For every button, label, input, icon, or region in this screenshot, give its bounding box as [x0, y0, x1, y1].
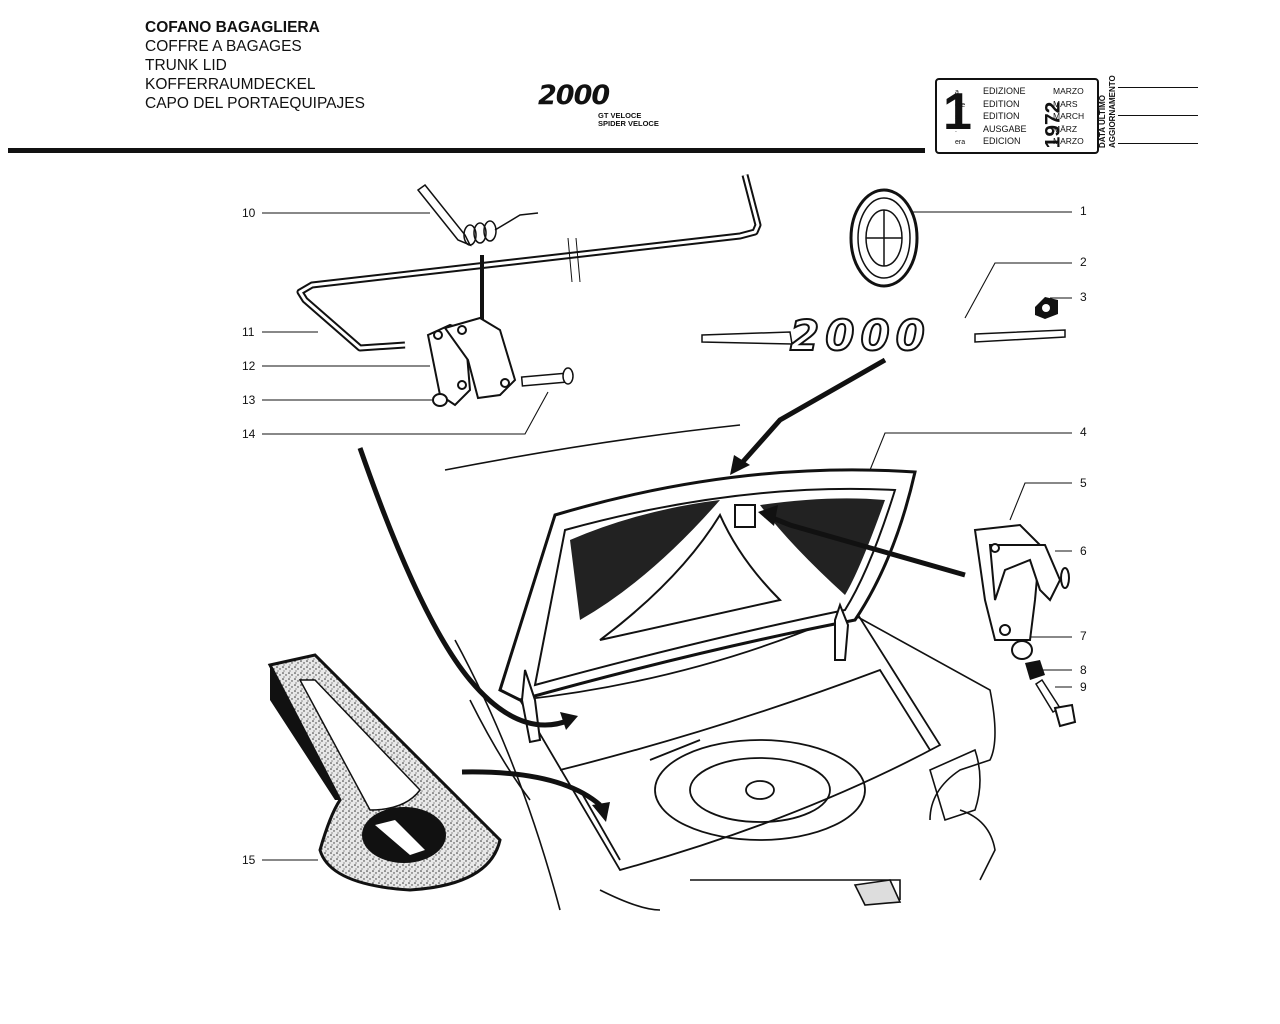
- header-rule: [8, 148, 925, 153]
- hinge-pin: [520, 367, 574, 387]
- leader-lines-right: [869, 211, 1072, 688]
- edition-word: AUSGABE: [983, 123, 1027, 134]
- edition-month: MÄRZ: [1053, 123, 1078, 134]
- callout-2: 2: [1080, 255, 1087, 269]
- model-logo-text: 2000: [538, 80, 610, 111]
- callout-3: 3: [1080, 290, 1087, 304]
- model-sub-gt: GT VELOCE: [598, 111, 642, 120]
- callout-15: 15: [242, 853, 256, 867]
- clip-nut: [1035, 297, 1058, 319]
- model-sub-spider: SPIDER VELOCE: [598, 119, 659, 128]
- arrow-curve: [357, 447, 571, 728]
- callout-9: 9: [1080, 680, 1087, 694]
- ordinal: ere: [955, 101, 966, 109]
- lock-bolt: [1034, 678, 1077, 728]
- washer: [432, 393, 448, 407]
- spring-clip: [416, 183, 539, 247]
- trunk-opening: [518, 608, 942, 872]
- callout-4: 4: [1080, 425, 1087, 439]
- edition-month: MARZO: [1053, 86, 1084, 96]
- update-line: [1118, 87, 1198, 88]
- lock-bracket: [973, 523, 1070, 641]
- title-german: KOFFERRAUMDECKEL: [145, 76, 316, 93]
- callout-14: 14: [242, 427, 256, 441]
- edition-word: EDICION: [983, 136, 1021, 146]
- edition-words: EDIZIONE EDITION EDITION AUSGABE EDICION: [983, 85, 1027, 148]
- ordinal: era: [955, 139, 966, 146]
- edition-month: MARS: [1053, 98, 1078, 109]
- edition-box: 1 a ere st . era EDIZIONE EDITION EDITIO…: [935, 78, 1099, 154]
- script-badge: 2000: [701, 310, 1066, 361]
- trunk-mat: [267, 653, 502, 892]
- edition-months: MARZO MARS MARCH MÄRZ MARZO: [1053, 85, 1084, 148]
- ordinal: a: [955, 89, 959, 96]
- leader-lines-left: [262, 212, 549, 861]
- callout-7: 7: [1080, 629, 1087, 643]
- lock-nut: [1025, 660, 1045, 680]
- edition-word: EDITION: [983, 111, 1020, 121]
- alfa-romeo-emblem: [849, 188, 919, 288]
- arrow-badge: [738, 357, 887, 467]
- lock-washer: [1011, 640, 1033, 660]
- title-block: COFANO BAGAGLIERA COFFRE A BAGAGES TRUNK…: [145, 18, 365, 113]
- title-italian: COFANO BAGAGLIERA: [145, 19, 320, 36]
- callout-11: 11: [242, 325, 255, 339]
- edition-word: EDIZIONE: [983, 86, 1026, 96]
- edition-month: MARZO: [1053, 136, 1084, 146]
- model-logo: 2000 GT VELOCE SPIDER VELOCE: [538, 80, 668, 134]
- callout-1: 1: [1080, 204, 1087, 218]
- callout-12: 12: [242, 359, 256, 373]
- callout-6: 6: [1080, 544, 1087, 558]
- edition-number: 1: [943, 83, 972, 141]
- update-line: [1118, 115, 1198, 116]
- trunk-lid: [498, 468, 917, 702]
- ordinal: st: [955, 114, 961, 121]
- arrow-mat: [461, 769, 602, 807]
- edition-ordinals: a ere st . era: [955, 87, 965, 150]
- title-spanish: CAPO DEL PORTAEQUIPAJES: [145, 95, 365, 112]
- callout-13: 13: [242, 393, 256, 407]
- car-body: [444, 424, 996, 911]
- callout-10: 10: [242, 206, 256, 220]
- title-english: TRUNK LID: [145, 57, 227, 74]
- hinge-bracket: [426, 316, 517, 407]
- title-french: COFFRE A BAGAGES: [145, 38, 302, 55]
- callout-5: 5: [1080, 476, 1087, 490]
- badge-text: 2000: [790, 311, 931, 360]
- callout-8: 8: [1080, 663, 1087, 677]
- update-line: [1118, 143, 1198, 144]
- edition-word: EDITION: [983, 98, 1020, 109]
- ordinal: .: [955, 126, 957, 134]
- edition-month: MARCH: [1053, 111, 1085, 121]
